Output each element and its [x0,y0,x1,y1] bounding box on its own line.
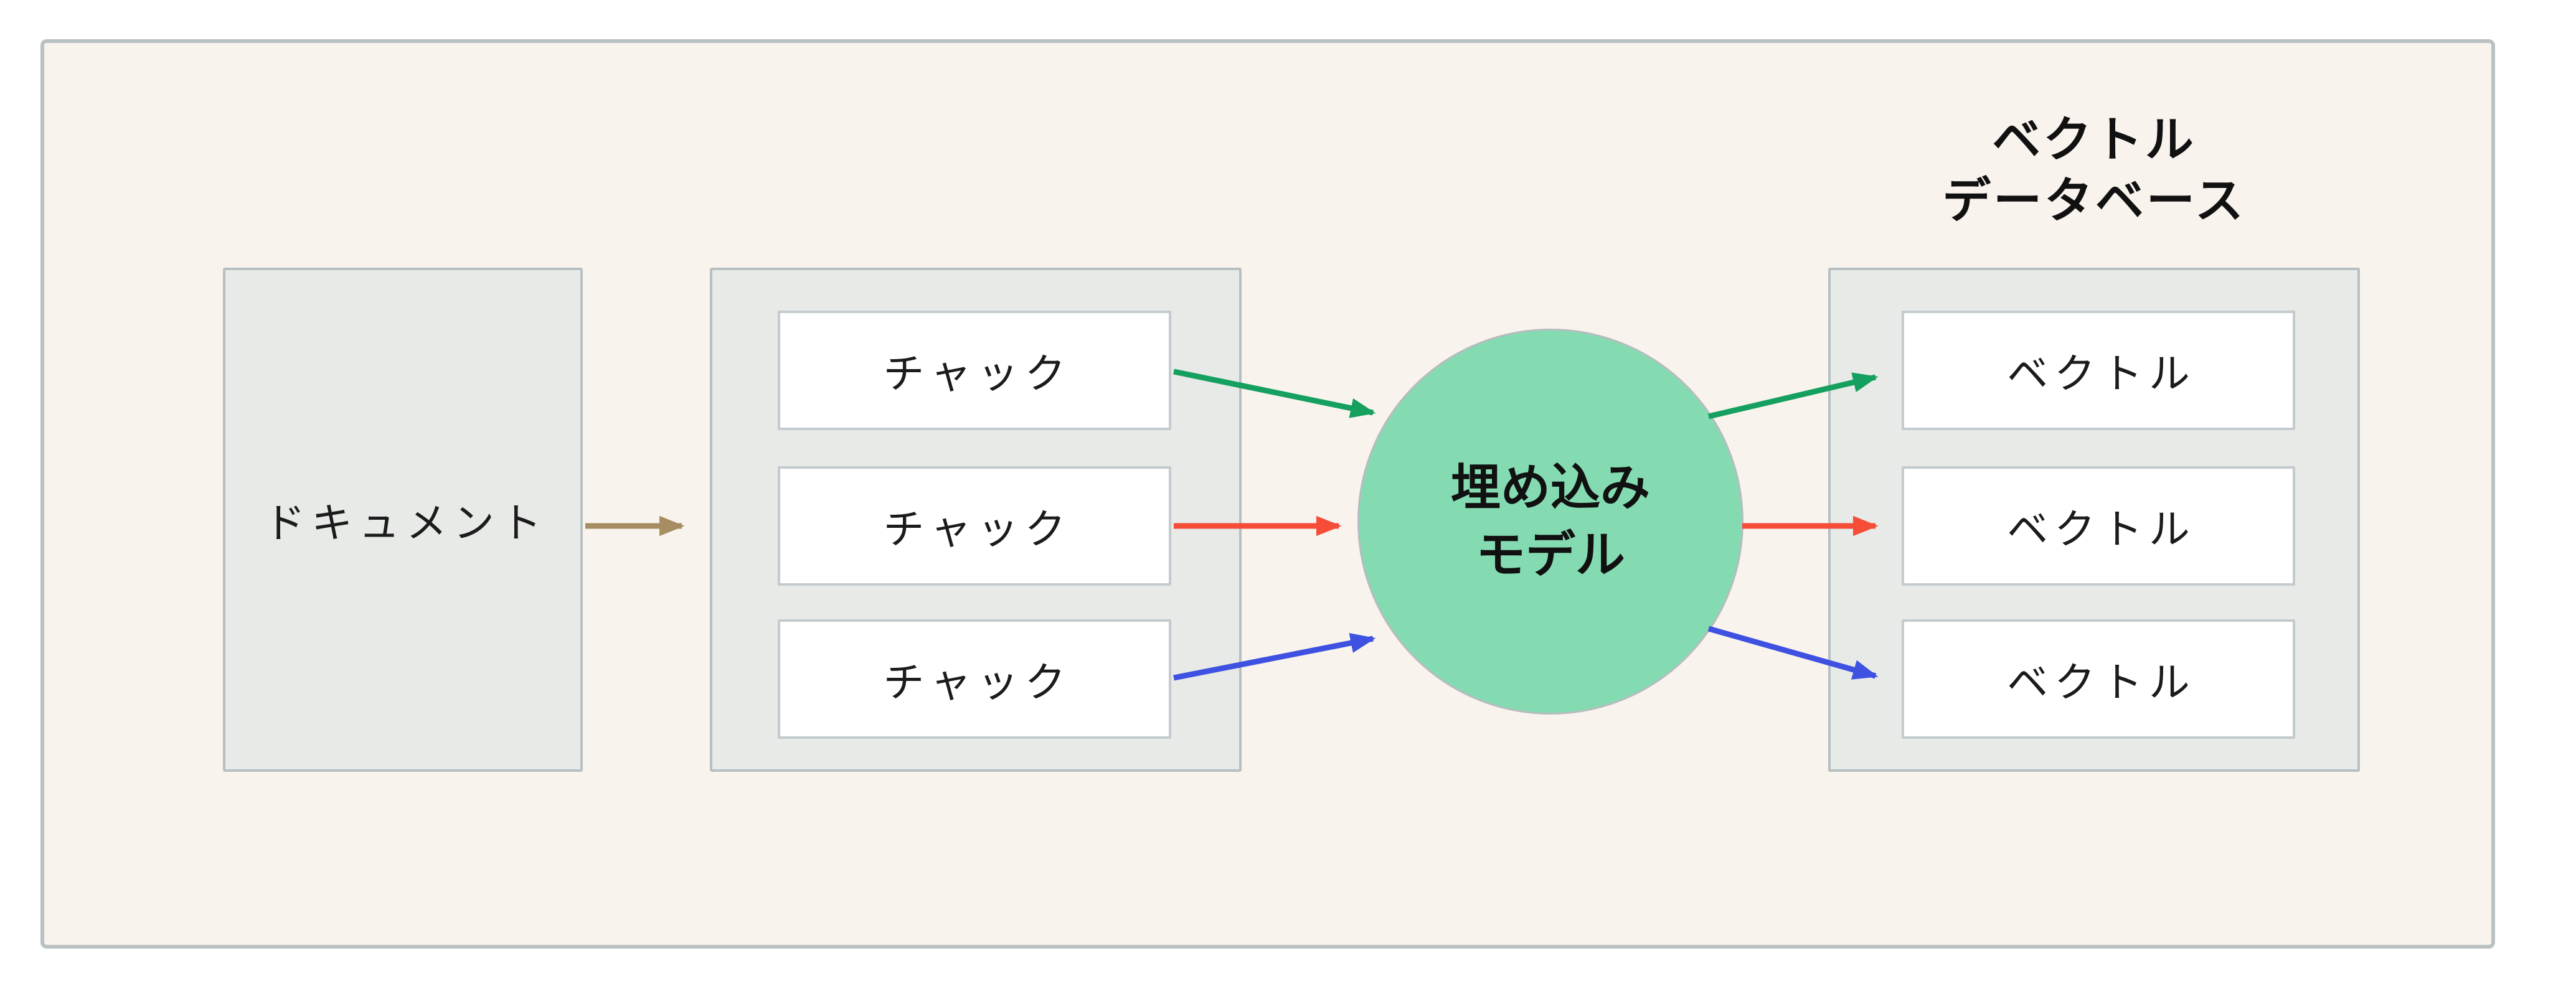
vector-box-2: ベクトル [1902,466,2295,586]
chunk-label-2: チャック [883,505,1072,553]
chunk-label-1: チャック [883,350,1072,398]
vector-label-2: ベクトル [2007,505,2196,553]
vector-database-title-line2: データベース [1942,173,2246,230]
chunk-box-1: チャック [778,311,1171,430]
vector-database-title-line1: ベクトル [1992,112,2196,168]
document-label: ドキュメント [264,499,548,547]
embedding-model-node: 埋め込み モデル [1357,329,1743,715]
document-node: ドキュメント [223,268,583,772]
embedding-model-label-line1: 埋め込み [1451,459,1650,517]
chunk-label-3: チャック [883,659,1072,706]
vector-box-3: ベクトル [1902,619,2295,739]
vector-label-1: ベクトル [2007,350,2196,398]
vector-database-title: ベクトル データベース [1828,110,2360,232]
embedding-model-label-line2: モデル [1476,526,1625,584]
chunk-box-2: チャック [778,466,1171,586]
vector-box-1: ベクトル [1902,311,2295,430]
chunk-box-3: チャック [778,619,1171,739]
vector-label-3: ベクトル [2007,659,2196,706]
